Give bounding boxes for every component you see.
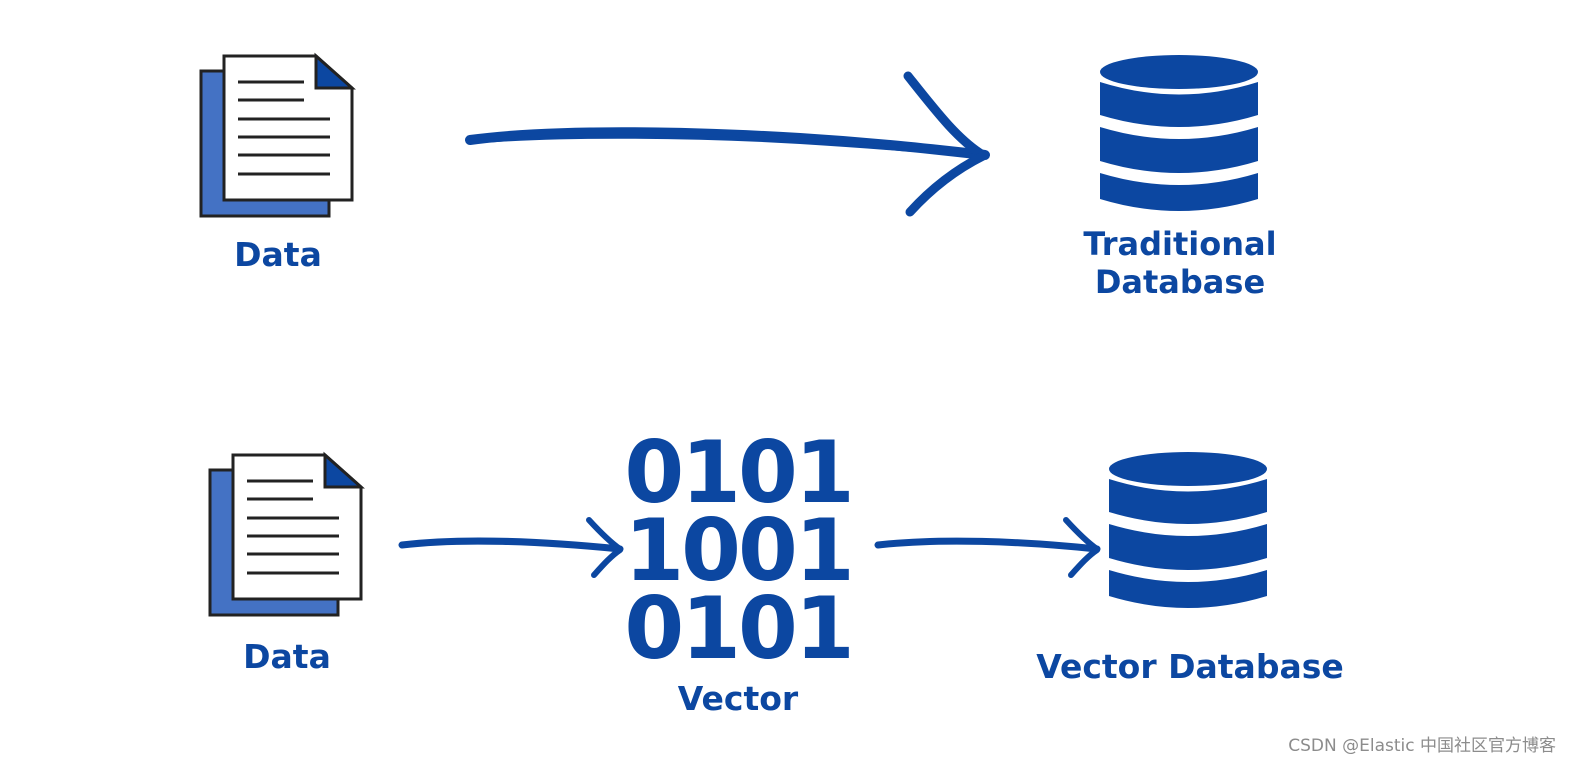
data-label-row1: Data — [234, 235, 322, 274]
vector-bits-row-2: 1001 — [624, 501, 854, 601]
vector-bits-row-3: 0101 — [624, 579, 854, 679]
vector-binary-block: 0101 1001 0101 — [588, 423, 888, 679]
arrow-icon — [465, 71, 990, 217]
arrow-icon — [398, 517, 624, 578]
database-icon — [1100, 55, 1258, 211]
arrow-icon — [874, 517, 1101, 578]
traditional-database-label-line1: Traditional — [1083, 225, 1277, 263]
database-icon — [1109, 452, 1267, 608]
vector-bits-row-1: 0101 — [624, 423, 854, 523]
data-label-row2: Data — [243, 637, 331, 676]
watermark: CSDN @Elastic 中国社区官方博客 — [1288, 736, 1556, 756]
document-icon — [208, 451, 365, 617]
traditional-database-label-line2: Database — [1094, 262, 1266, 301]
vector-database-label: Vector Database — [1036, 647, 1344, 686]
document-icon — [199, 52, 356, 218]
vector-label: Vector — [677, 679, 799, 718]
traditional-database-label: Traditional Database — [1030, 225, 1330, 302]
